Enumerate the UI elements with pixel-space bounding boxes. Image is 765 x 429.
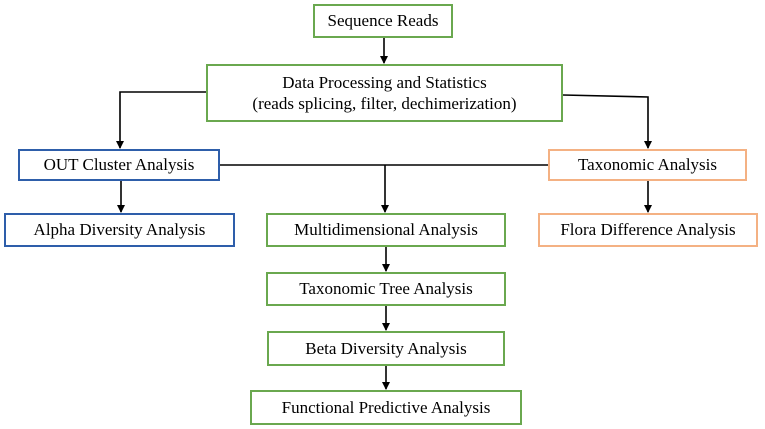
node-taxonomic-tree: Taxonomic Tree Analysis: [266, 272, 506, 306]
node-multidimensional-label: Multidimensional Analysis: [294, 220, 478, 240]
node-taxonomic: Taxonomic Analysis: [548, 149, 747, 181]
node-sequence-reads: Sequence Reads: [313, 4, 453, 38]
node-data-processing-line1: Data Processing and Statistics: [282, 72, 487, 92]
node-beta-diversity: Beta Diversity Analysis: [267, 331, 505, 366]
node-otu-cluster-label: OUT Cluster Analysis: [43, 155, 195, 175]
node-taxonomic-tree-label: Taxonomic Tree Analysis: [299, 279, 473, 299]
node-alpha-diversity: Alpha Diversity Analysis: [4, 213, 235, 247]
node-functional-predictive-label: Functional Predictive Analysis: [281, 397, 491, 417]
node-data-processing-line2: (reads splicing, filter, dechimerization…: [252, 94, 517, 113]
node-taxonomic-label: Taxonomic Analysis: [577, 155, 718, 175]
node-sequence-reads-label: Sequence Reads: [327, 11, 439, 31]
node-flora-difference: Flora Difference Analysis: [538, 213, 758, 247]
node-flora-difference-label: Flora Difference Analysis: [560, 220, 736, 240]
node-alpha-diversity-label: Alpha Diversity Analysis: [33, 220, 206, 240]
arrow-processing-to-cluster: [116, 91, 206, 149]
arrow-processing-to-taxonomic: [562, 94, 652, 149]
node-otu-cluster: OUT Cluster Analysis: [18, 149, 220, 181]
node-beta-diversity-label: Beta Diversity Analysis: [305, 338, 467, 358]
node-functional-predictive: Functional Predictive Analysis: [250, 390, 522, 425]
node-data-processing: Data Processing and Statistics (reads sp…: [206, 64, 563, 122]
node-multidimensional: Multidimensional Analysis: [266, 213, 506, 247]
